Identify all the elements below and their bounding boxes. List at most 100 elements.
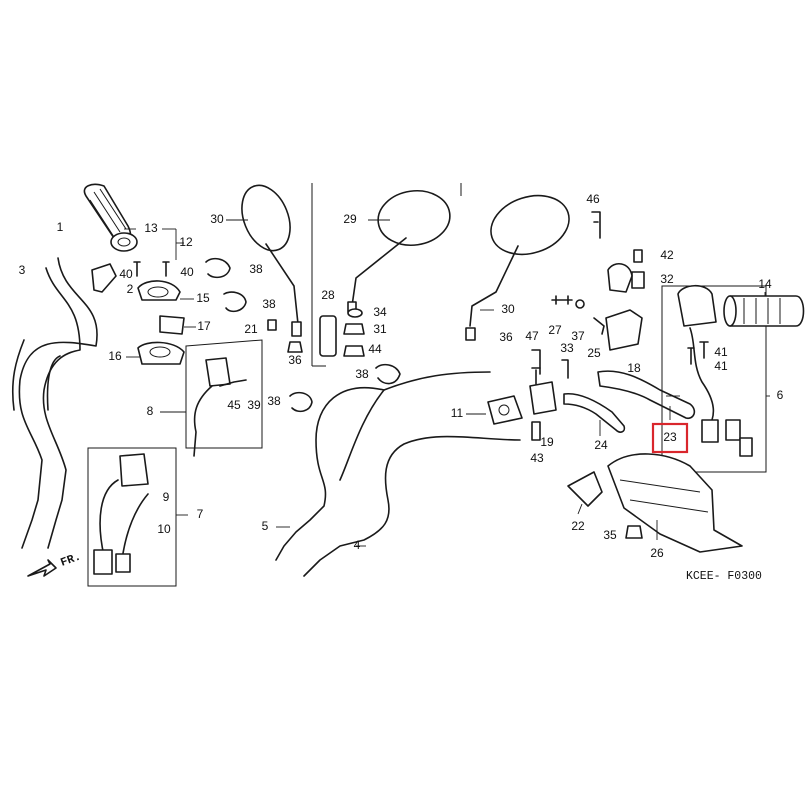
callout-36b: 36: [499, 330, 513, 344]
callout-labels: 1234567891011121314151617181921222324252…: [19, 192, 784, 560]
callout-21: 21: [244, 322, 258, 336]
callout-25: 25: [587, 346, 601, 360]
callout-19: 19: [540, 435, 554, 449]
throttle-cable-2: [42, 267, 81, 549]
callout-11: 11: [451, 406, 464, 420]
callout-16: 16: [108, 349, 122, 363]
throttle-cable-1: [18, 257, 98, 549]
right-mirror: [465, 194, 570, 341]
collar-35: [625, 525, 643, 539]
screw-42: [633, 249, 643, 263]
throttle-grip: [83, 183, 138, 252]
highlight-box-23: [651, 422, 689, 454]
callout-18: 18: [627, 361, 641, 375]
callout-26: 26: [650, 546, 664, 560]
callout-24: 24: [594, 438, 608, 452]
callout-34: 34: [373, 305, 387, 319]
brake-cable: [303, 435, 521, 577]
throttle-switch-frame: [185, 339, 263, 449]
screw-40-left: [133, 261, 141, 277]
mirror-group-frame: [311, 183, 462, 367]
callout-5: 5: [262, 519, 269, 533]
throttle-switch: [193, 357, 247, 457]
clip-38-c: [375, 363, 401, 385]
clutch-cable: [275, 371, 491, 561]
screw-46: [591, 211, 601, 239]
callout-35: 35: [603, 528, 617, 542]
callout-22: 22: [571, 519, 585, 533]
callout-7: 7: [197, 507, 204, 521]
callout-17: 17: [197, 319, 211, 333]
front-direction-label: FR.: [59, 550, 83, 569]
callout-3: 3: [19, 263, 26, 277]
right-grip: [723, 295, 805, 327]
front-direction-arrow: [27, 559, 57, 577]
callout-33: 33: [560, 341, 574, 355]
callout-47: 47: [525, 329, 539, 343]
callout-13: 13: [144, 221, 158, 235]
nut-44: [343, 345, 365, 357]
callout-38b: 38: [262, 297, 276, 311]
callout-28: 28: [321, 288, 335, 302]
knuckle-guard: [607, 453, 743, 553]
nut-34: [347, 308, 363, 318]
callout-45: 45: [227, 398, 241, 412]
callout-40a: 40: [119, 267, 133, 281]
callout-12: 12: [179, 235, 193, 249]
screw-47: [531, 349, 541, 375]
callout-43: 43: [530, 451, 544, 465]
callout-31: 31: [373, 322, 387, 336]
callout-30b: 30: [501, 302, 515, 316]
screw-32: [631, 271, 645, 289]
screw-21: [267, 319, 277, 331]
screw-43: [531, 421, 541, 441]
washer-37: [575, 299, 585, 309]
clip-38-d: [289, 391, 313, 413]
callout-42: 42: [660, 248, 674, 262]
brake-master-19: [529, 367, 557, 415]
clip-38-b: [223, 291, 247, 313]
callout-41a: 41: [714, 345, 728, 359]
callout-38c: 38: [355, 367, 369, 381]
screw-41a: [699, 341, 709, 359]
callout-6: 6: [777, 388, 784, 402]
lever-24: [563, 392, 626, 433]
cable-boot: [91, 263, 117, 293]
callout-46: 46: [586, 192, 600, 206]
clip-38-a: [205, 257, 231, 279]
leader-lines: [124, 219, 770, 547]
mirror-adaptor-28: [319, 315, 337, 357]
switch-box-frame: [87, 447, 177, 587]
callout-23: 23: [663, 430, 677, 444]
callout-32: 32: [660, 272, 674, 286]
callout-8: 8: [147, 404, 154, 418]
start-switch: [93, 453, 149, 575]
part-drawings: [11, 183, 805, 587]
screw-33: [561, 359, 569, 379]
callout-41b: 41: [714, 359, 728, 373]
holder-25: [607, 263, 633, 293]
callout-15: 15: [196, 291, 210, 305]
screw-40-right: [162, 261, 170, 277]
lever-holder-11: [487, 395, 523, 425]
right-switch: [677, 284, 753, 457]
callout-44: 44: [368, 342, 382, 356]
callout-30a: 30: [210, 212, 224, 226]
callout-40b: 40: [180, 265, 194, 279]
callout-4: 4: [354, 538, 361, 552]
lever-23: [597, 370, 696, 420]
callout-1: 1: [57, 220, 64, 234]
right-switch-frame: [661, 285, 767, 473]
left-mirror: [241, 184, 303, 353]
bolt-27: [551, 295, 573, 305]
callout-29: 29: [343, 212, 357, 226]
callout-27: 27: [548, 323, 562, 337]
guard-end-22: [567, 471, 603, 507]
callout-2: 2: [127, 282, 134, 296]
callout-38a: 38: [249, 262, 263, 276]
diagram-code: KCEE- F0300: [686, 570, 762, 583]
callout-10: 10: [157, 522, 171, 536]
nut-31: [343, 323, 365, 335]
throttle-housing: [137, 280, 185, 365]
